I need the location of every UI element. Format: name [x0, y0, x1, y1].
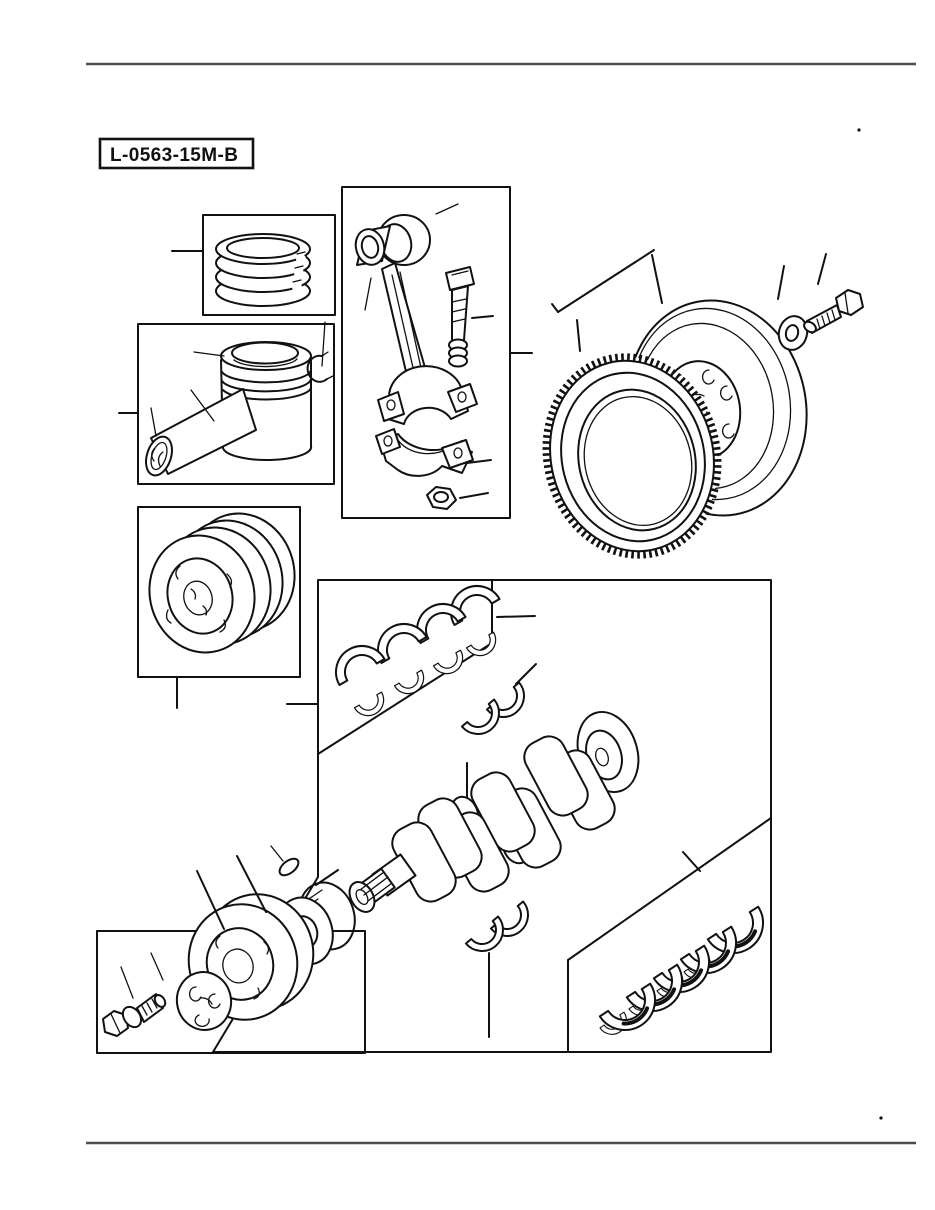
- piston-pin: [145, 388, 257, 477]
- piston-rings: [215, 233, 311, 307]
- piston-box: [118, 321, 335, 485]
- rod-nut: [426, 486, 457, 510]
- crankshaft-pulley: [148, 512, 296, 654]
- woodruff-key: [278, 857, 300, 877]
- figure-label-box: [98, 137, 255, 170]
- piston-pin-leader: [190, 389, 215, 422]
- rod-bearing-cap: [375, 428, 474, 477]
- pulley-frame: [137, 506, 301, 678]
- piston-crown-leader: [193, 351, 225, 357]
- upper-main-bearings: [325, 575, 502, 722]
- rod-nut-leader: [459, 492, 489, 499]
- rod-bolt-leader: [471, 315, 494, 319]
- pin-end-leader: [150, 407, 157, 437]
- snap-ring-leader: [321, 321, 326, 367]
- piston-rings-frame: [202, 214, 336, 316]
- rod-bushing-leader: [364, 277, 372, 311]
- crankshaft-frame: [212, 579, 772, 1053]
- speck-top-right: [857, 128, 861, 132]
- rod-top-leader: [435, 203, 459, 215]
- flywheel-bolt: [803, 289, 864, 334]
- piston-frame: [137, 323, 335, 485]
- speck-bottom-right: [879, 1116, 883, 1120]
- connecting-rod: [354, 214, 478, 425]
- connecting-rod-box: [341, 186, 533, 519]
- pulley-box: [137, 506, 301, 709]
- crankshaft: [348, 710, 640, 913]
- flywheel-washer: [777, 315, 809, 351]
- lower-main-bearings: [597, 904, 777, 1044]
- timing-gear-leader-lines: [120, 845, 284, 999]
- flywheel-leader-lines: [551, 249, 827, 352]
- lower-bearing-partition: [567, 817, 772, 1053]
- gear-bolt: [102, 993, 167, 1037]
- thrust-washers-lower: [464, 900, 538, 961]
- rod-bolt: [445, 266, 475, 368]
- timing-gear-box: [96, 845, 366, 1054]
- piston-rings-box: [171, 214, 336, 316]
- figure-label: L-0563-15M-B: [98, 137, 255, 170]
- flywheel-ring-gear: [542, 353, 722, 559]
- flywheel-assembly: [542, 249, 864, 559]
- thrust-washers-upper: [460, 681, 534, 744]
- rod-cap-leader: [466, 459, 492, 464]
- gear-washer-plate: [175, 971, 233, 1031]
- figure-label-text: L-0563-15M-B: [110, 145, 238, 166]
